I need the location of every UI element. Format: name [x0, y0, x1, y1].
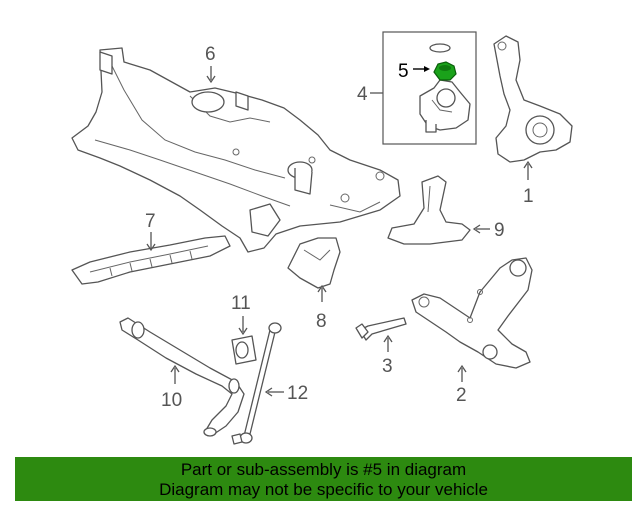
crossmember-part-6 [71, 47, 401, 253]
bushing-part-11 [231, 335, 257, 365]
part-info-banner: Part or sub-assembly is #5 in diagram Di… [15, 457, 632, 501]
callout-2: 2 [456, 385, 467, 406]
banner-line-disclaimer: Diagram may not be specific to your vehi… [159, 480, 488, 499]
callout-5: 5 [398, 61, 409, 82]
ball-joint-assembly-part-4 [382, 31, 477, 145]
leader-lines [146, 66, 533, 397]
bolt-part-3 [355, 317, 407, 341]
callout-9: 9 [494, 220, 505, 241]
lower-control-arm-part-2 [411, 257, 533, 369]
banner-line-part-number: Part or sub-assembly is #5 in diagram [180, 460, 467, 479]
bracket-part-9 [387, 175, 471, 245]
callout-8: 8 [316, 311, 327, 332]
callout-6: 6 [205, 44, 216, 65]
parts-diagram: 6 7 8 9 1 4 5 2 3 11 10 12 [71, 31, 573, 445]
shield-part-7 [71, 235, 231, 285]
stabilizer-bar-part-10 [119, 317, 245, 437]
callout-10: 10 [161, 390, 182, 411]
callout-1: 1 [523, 186, 534, 207]
callout-4: 4 [357, 84, 368, 105]
bracket-part-8 [287, 237, 341, 289]
nut-part-5-highlighted [433, 61, 457, 81]
callout-7: 7 [145, 211, 156, 232]
callout-12: 12 [287, 383, 308, 404]
knuckle-part-1 [493, 35, 573, 163]
callout-3: 3 [382, 356, 393, 377]
stabilizer-link-part-12 [231, 322, 282, 445]
callout-11: 11 [231, 293, 251, 314]
